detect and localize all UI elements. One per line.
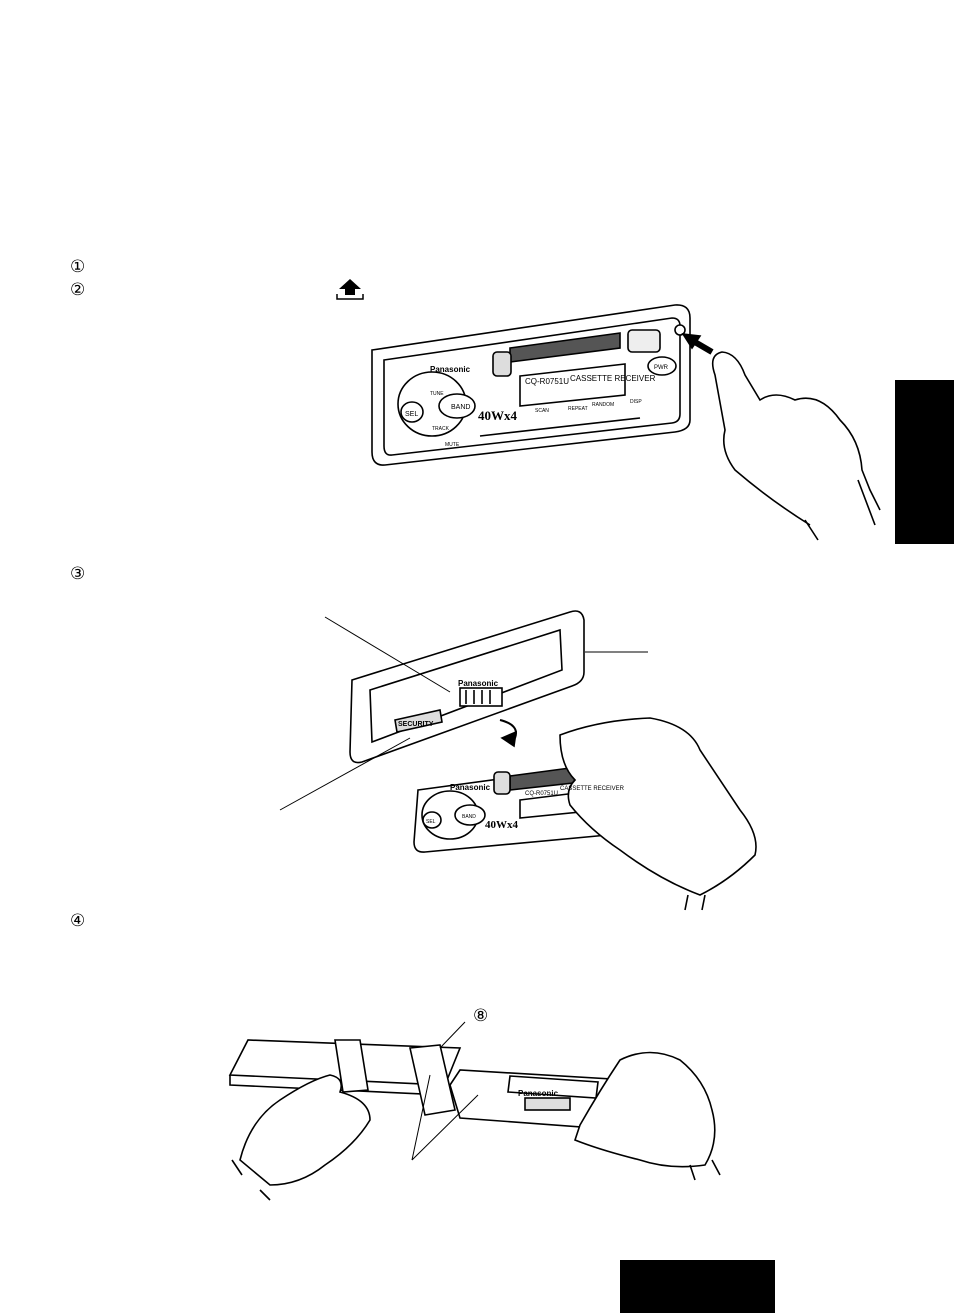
unit-track-1: TRACK <box>432 426 450 432</box>
unit-brand-1: Panasonic <box>430 365 471 374</box>
unit-scan-1: SCAN <box>535 408 549 414</box>
unit-repeat-1: REPEAT <box>568 406 588 412</box>
unit-tune-1: TUNE <box>430 391 444 397</box>
case-brand: Panasonic <box>518 1089 559 1098</box>
step-3-marker: ③ <box>70 564 86 584</box>
unit-brand-2: Panasonic <box>450 783 491 792</box>
page-number-tab <box>620 1260 775 1313</box>
unit-pwr-1: PWR <box>654 365 669 371</box>
unit-power-1: 40Wx4 <box>478 408 518 423</box>
unit-front-illustration <box>371 304 881 541</box>
step-4-marker: ④ <box>70 911 86 931</box>
panel-back-illustration <box>279 610 757 911</box>
step-2-marker: ② <box>70 280 86 300</box>
section-tab <box>895 380 954 544</box>
unit-random-1: RANDOM <box>592 402 614 408</box>
unit-band-2: BAND <box>462 814 476 820</box>
unit-disp-1: DISP <box>630 399 642 405</box>
unit-model-2: CQ-R0751U <box>525 791 558 797</box>
unit-sel-2: SEL <box>426 819 436 825</box>
unit-power-2: 40Wx4 <box>485 819 519 831</box>
callout-8: ⑧ <box>473 1006 489 1026</box>
release-arrow-icon <box>336 279 364 300</box>
unit-subtitle-1: CASSETTE RECEIVER <box>570 374 656 383</box>
unit-mute-1: MUTE <box>445 442 460 448</box>
case-storage-illustration <box>228 1021 721 1201</box>
unit-band-1: BAND <box>451 404 470 411</box>
unit-subtitle-2: CASSETTE RECEIVER <box>560 786 625 792</box>
panel-back-security: SECURITY <box>398 721 434 728</box>
unit-model-1: CQ-R0751U <box>525 377 569 386</box>
unit-sel-1: SEL <box>405 411 418 418</box>
panel-back-brand: Panasonic <box>458 679 499 688</box>
step-1-marker: ① <box>70 257 86 277</box>
